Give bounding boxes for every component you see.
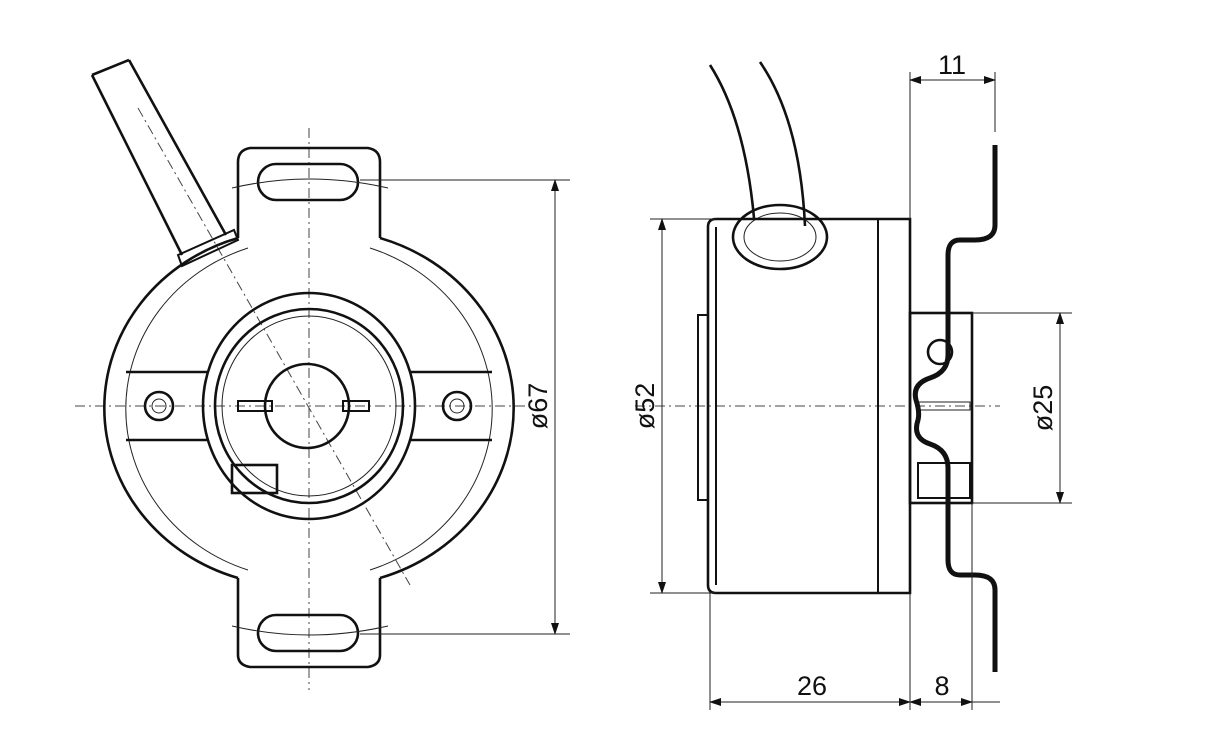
hub-outer-ring [201, 291, 417, 521]
dim-shaft-diameter-label: ø25 [1028, 385, 1058, 432]
dim-body-length-label: 26 [797, 671, 827, 701]
spring-plate [912, 145, 998, 672]
side-view [635, 61, 1000, 672]
clamp-slot [237, 400, 370, 412]
hub-inner-ring [213, 307, 405, 505]
front-view [75, 58, 570, 690]
top-mounting-lug [231, 146, 570, 238]
bottom-mounting-lug [231, 578, 570, 669]
front-cable-centerline [137, 107, 411, 586]
dimension-top-offset: 11 [909, 50, 996, 219]
dim-flange-length-label: 8 [934, 671, 949, 701]
shaft-bore [263, 362, 351, 450]
dim-top-offset-label: 11 [938, 50, 966, 80]
dim-front-diameter-label: ø67 [523, 383, 553, 430]
front-housing-inner [125, 247, 493, 571]
dimension-flange-length: 8 [909, 503, 1000, 710]
right-clamp-tab [410, 370, 492, 442]
dimension-body-length: 26 [709, 593, 911, 710]
front-cable [90, 58, 240, 268]
connector-block [230, 463, 279, 495]
front-housing-outline [103, 236, 515, 580]
dimension-shaft-diameter: ø25 [972, 312, 1072, 504]
dim-side-body-diameter-label: ø52 [630, 383, 660, 430]
hub-recess [221, 315, 397, 497]
dimension-front-diameter: ø67 [523, 179, 559, 635]
dimension-side-body-diameter: ø52 [630, 218, 716, 594]
side-shaft-clamp [908, 311, 974, 505]
left-clamp-tab [126, 370, 208, 442]
side-cable [708, 61, 829, 271]
